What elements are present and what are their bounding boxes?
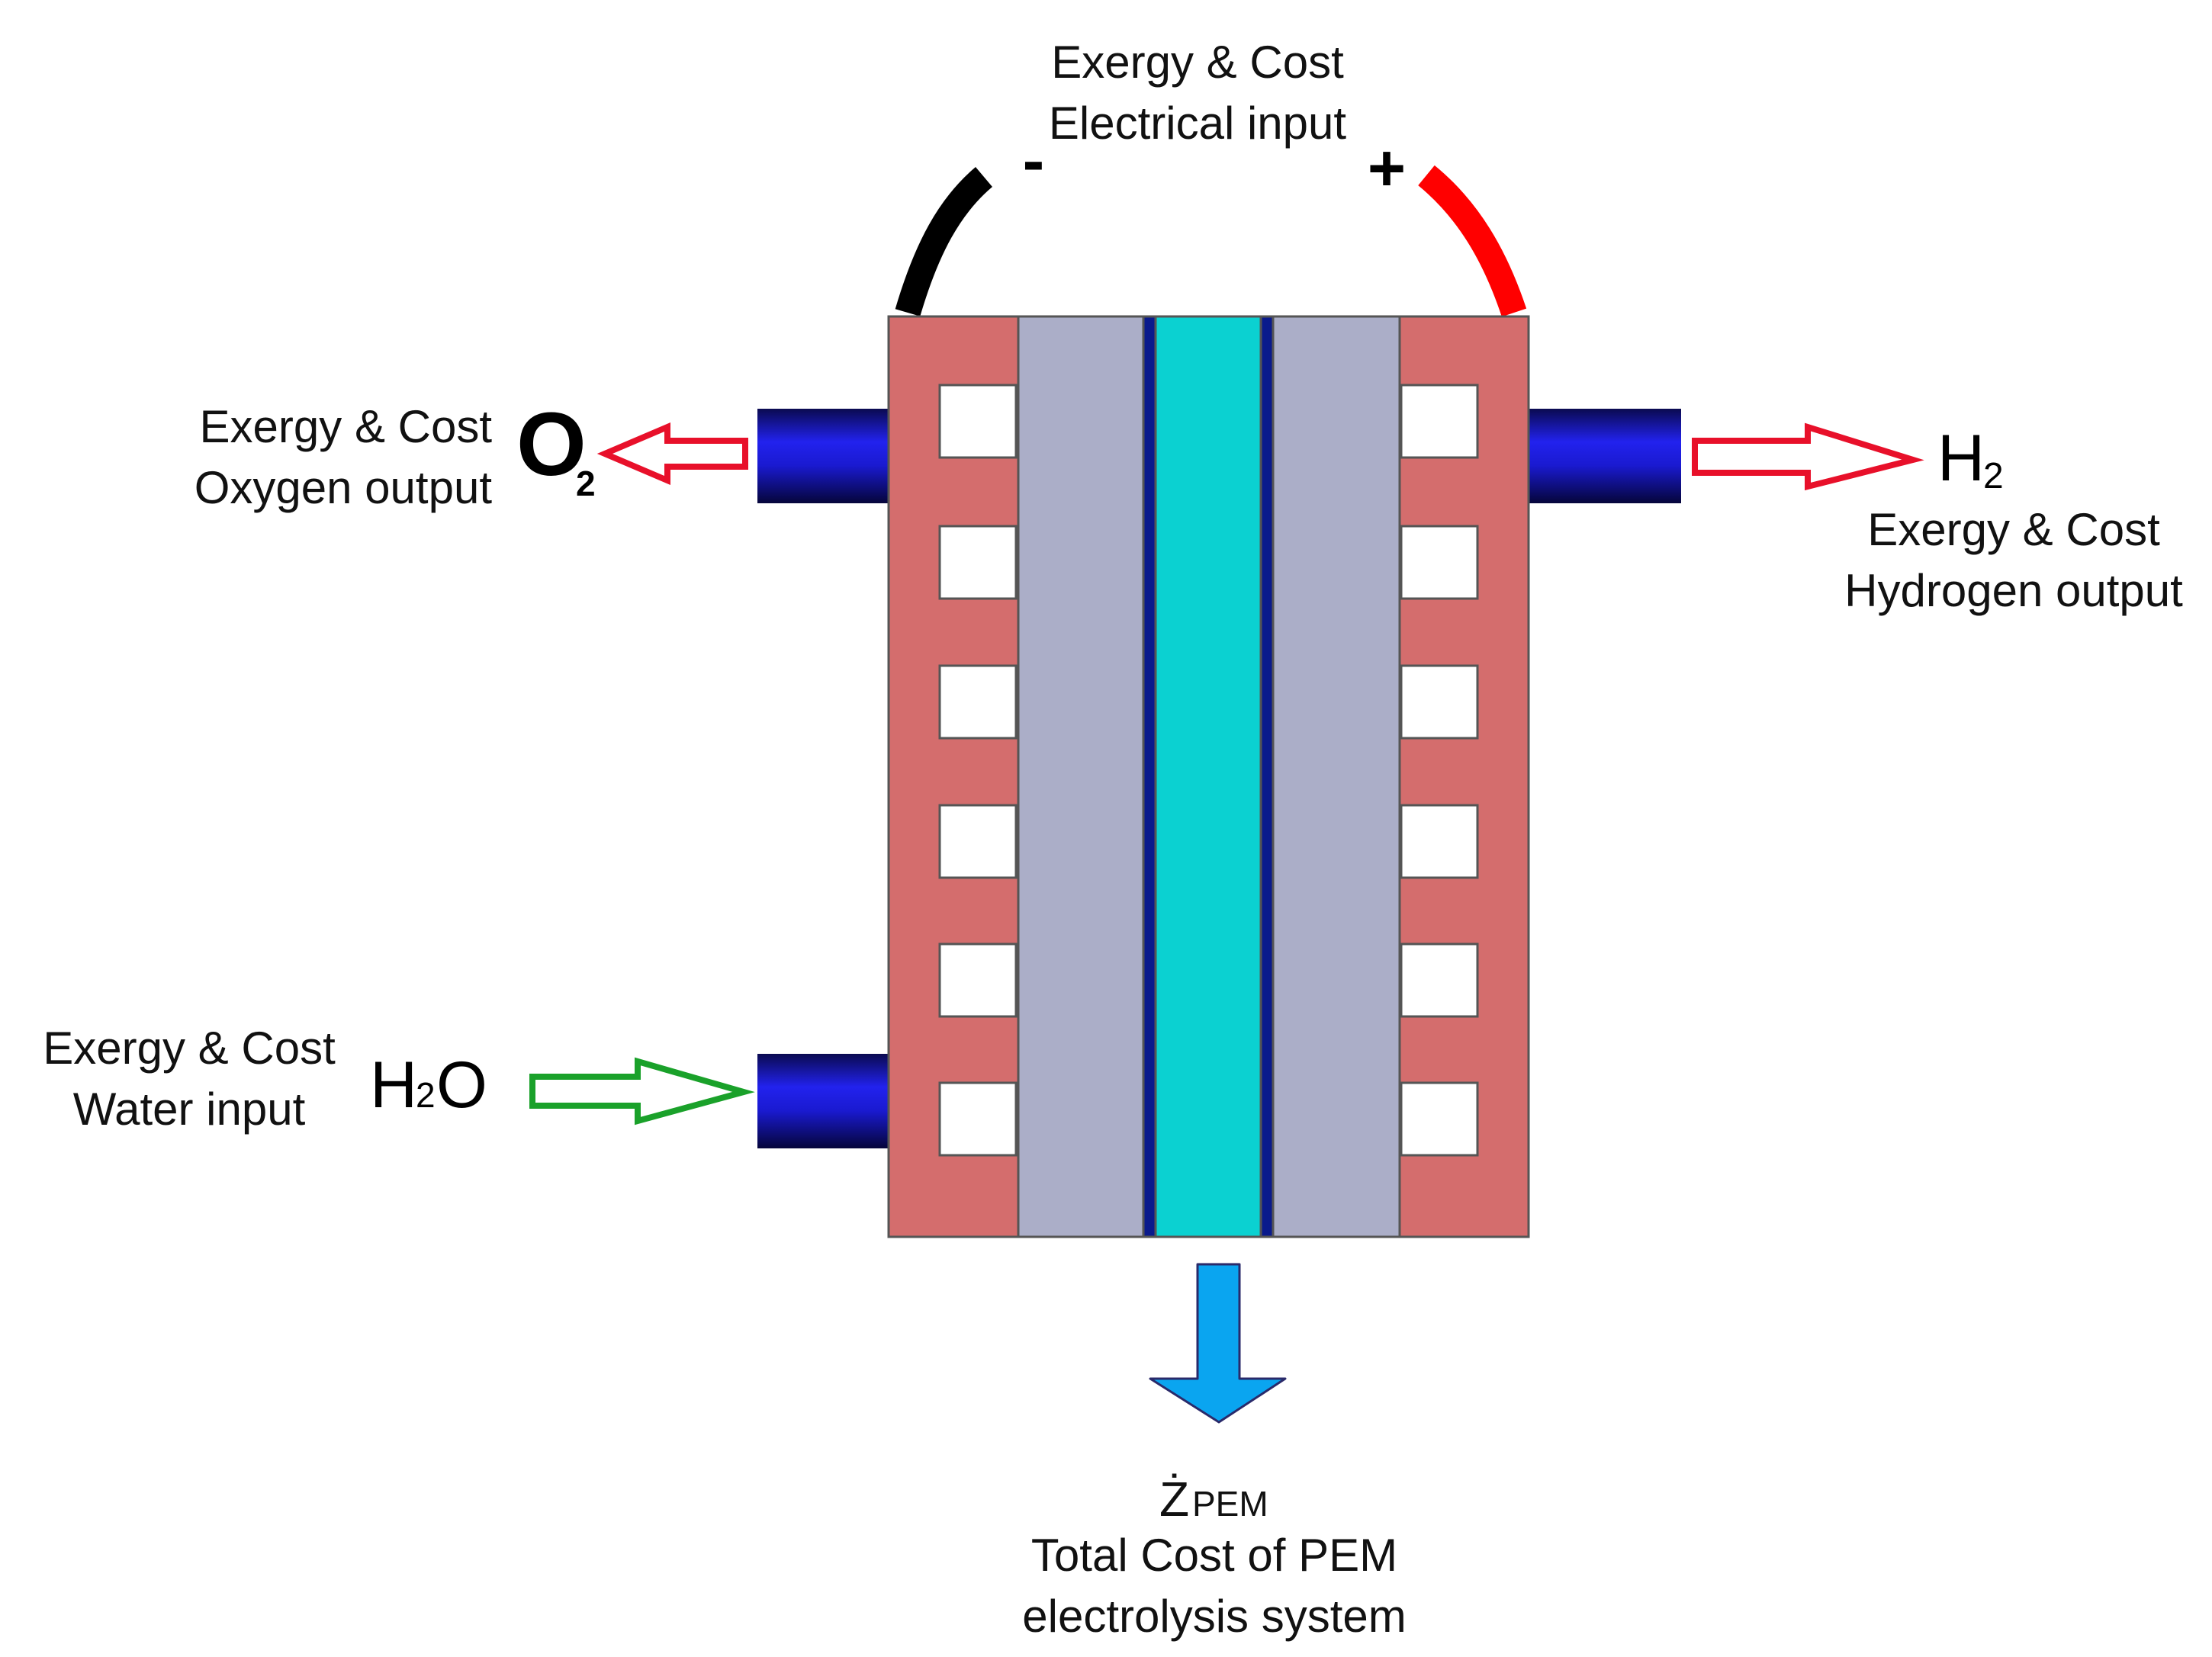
oxygen-symbol: O: [516, 394, 587, 495]
cathode-flow-channel: [1400, 1081, 1479, 1157]
plus-icon: +: [1368, 132, 1406, 205]
minus-icon: -: [1023, 124, 1045, 197]
oxygen-output-line1: Exergy & Cost: [200, 401, 493, 452]
anode-gas-diffusion-layer: [1017, 315, 1145, 1238]
anode-flow-channel: [938, 664, 1018, 740]
cost-line1: Total Cost of PEM: [1031, 1530, 1397, 1581]
cathode-flow-channel: [1400, 525, 1479, 600]
proton-exchange-membrane: [1154, 315, 1262, 1238]
hydrogen-output-line1: Exergy & Cost: [1867, 504, 2160, 555]
water-symbol-h: H: [370, 1048, 417, 1122]
cost-symbol: Ż: [1159, 1472, 1189, 1527]
electrolyzer-cell: [887, 315, 1530, 1238]
cathode-flow-channel: [1400, 804, 1479, 879]
oxygen-subscript: 2: [576, 464, 596, 503]
water-inlet-pipe: [757, 1054, 889, 1148]
anode-catalyst-layer: [1142, 315, 1157, 1238]
flow-channels: [938, 384, 1479, 1157]
oxygen-outlet-pipe: [757, 409, 889, 503]
electrical-input-line1: Exergy & Cost: [1051, 37, 1344, 88]
water-input-arrow: [529, 1057, 755, 1126]
cathode-flow-channel: [1400, 384, 1479, 459]
electrical-input-line2: Electrical input: [1049, 98, 1347, 149]
water-subscript: 2: [416, 1075, 436, 1115]
positive-cable: [1418, 165, 1527, 317]
water-input-line2: Water input: [73, 1084, 306, 1135]
cathode-catalyst-layer: [1259, 315, 1275, 1238]
cathode-flow-channel: [1400, 664, 1479, 740]
cost-output-arrow: [1149, 1263, 1287, 1424]
oxygen-output-line2: Oxygen output: [195, 462, 493, 513]
hydrogen-subscript: 2: [1983, 456, 2004, 496]
anode-flow-channel: [938, 525, 1018, 600]
hydrogen-output-line2: Hydrogen output: [1844, 565, 2183, 616]
hydrogen-symbol: H: [1937, 422, 1985, 495]
cost-line2: electrolysis system: [1022, 1591, 1406, 1642]
anode-flow-channel: [938, 942, 1018, 1018]
hydrogen-output-arrow: [1692, 422, 1924, 491]
water-symbol-o: O: [436, 1048, 487, 1122]
cost-subscript: PEM: [1192, 1484, 1268, 1524]
water-input-line1: Exergy & Cost: [43, 1023, 336, 1074]
anode-flow-channel: [938, 1081, 1018, 1157]
negative-cable: [895, 167, 993, 316]
hydrogen-outlet-pipe: [1529, 409, 1681, 503]
cathode-flow-channel: [1400, 942, 1479, 1018]
cathode-gas-diffusion-layer: [1272, 315, 1401, 1238]
oxygen-output-arrow: [596, 422, 748, 486]
anode-flow-channel: [938, 384, 1018, 459]
anode-flow-channel: [938, 804, 1018, 879]
